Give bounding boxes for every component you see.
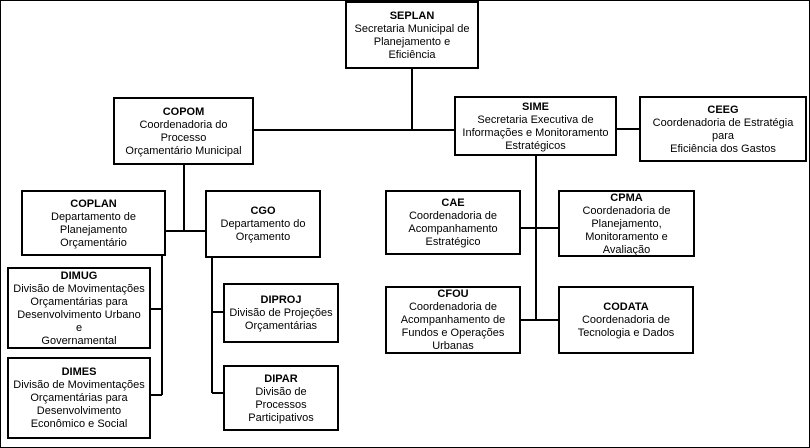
unit-sime: SIME Secretaria Executiva de Informações…: [454, 96, 617, 156]
unit-abbr: SEPLAN: [389, 9, 435, 22]
unit-abbr: DIMUG: [60, 269, 98, 282]
unit-name: Coordenadoria de Acompanhamento Estratég…: [408, 210, 498, 248]
unit-name: Coordenadoria de Estratégia para Eficiên…: [652, 116, 794, 155]
unit-abbr: CPMA: [610, 191, 643, 204]
unit-name: Coordenadoria de Acompanhamento de Fundo…: [400, 301, 506, 352]
unit-name: Secretaria Executiva de Informações e Mo…: [462, 113, 609, 152]
unit-dimes: DIMES Divisão de Movimentações Orçamentá…: [7, 357, 151, 439]
unit-seplan: SEPLAN Secretaria Municipal de Planejame…: [345, 1, 479, 69]
unit-cfou: CFOU Coordenadoria de Acompanhamento de …: [385, 286, 521, 354]
unit-abbr: SIME: [522, 100, 549, 113]
unit-dimug: DIMUG Divisão de Movimentações Orçamentá…: [7, 267, 151, 349]
unit-abbr: CFOU: [437, 288, 469, 300]
unit-diproj: DIPROJ Divisão de Projeções Orçamentária…: [223, 283, 339, 343]
unit-abbr: DIPAR: [264, 372, 298, 385]
unit-name: Secretaria Municipal de Planejamento e E…: [354, 22, 470, 61]
unit-abbr: COPOM: [162, 105, 205, 118]
unit-abbr: DIMES: [61, 366, 97, 378]
unit-abbr: CODATA: [603, 301, 649, 313]
unit-cae: CAE Coordenadoria de Acompanhamento Estr…: [385, 190, 521, 255]
unit-coplan: COPLAN Departamento de Planejamento Orça…: [21, 190, 166, 256]
unit-name: Divisão de Movimentações Orçamentárias p…: [13, 379, 145, 430]
unit-codata: CODATA Coordenadoria de Tecnologia e Dad…: [558, 286, 694, 354]
unit-cgo: CGO Departamento do Orçamento: [205, 190, 321, 258]
unit-copom: COPOM Coordenadoria do Processo Orçament…: [113, 97, 254, 165]
unit-dipar: DIPAR Divisão de Processos Participativo…: [223, 365, 339, 431]
unit-cpma: CPMA Coordenadoria de Planejamento, Moni…: [558, 190, 695, 257]
unit-name: Divisão de Processos Participativos: [248, 385, 314, 424]
unit-name: Departamento do Orçamento: [220, 218, 306, 243]
unit-name: Coordenadoria de Tecnologia e Dados: [577, 314, 675, 339]
unit-abbr: DIPROJ: [260, 294, 302, 306]
unit-name: Divisão de Projeções Orçamentárias: [229, 307, 333, 332]
unit-abbr: CAE: [441, 197, 465, 209]
unit-abbr: COPLAN: [70, 197, 117, 210]
unit-name: Coordenadoria do Processo Orçamentário M…: [125, 118, 242, 157]
unit-name: Coordenadoria de Planejamento, Monitoram…: [582, 204, 671, 256]
unit-ceeg: CEEG Coordenadoria de Estratégia para Ef…: [639, 96, 807, 162]
unit-name: Divisão de Movimentações Orçamentárias p…: [13, 282, 145, 347]
unit-name: Departamento de Planejamento Orçamentári…: [51, 210, 136, 249]
unit-abbr: CGO: [250, 205, 276, 217]
unit-abbr: CEEG: [707, 103, 739, 116]
